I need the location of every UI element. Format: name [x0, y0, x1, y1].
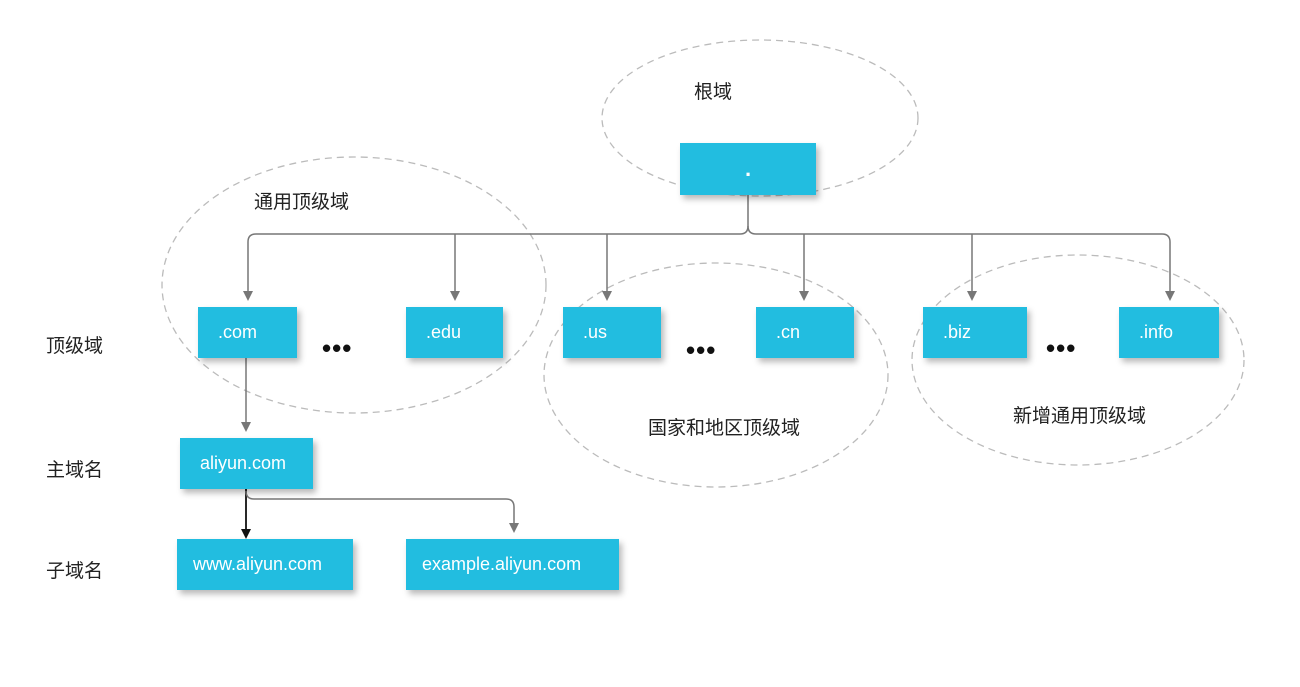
new-generic-tld-group-label: 新增通用顶级域 — [1013, 405, 1147, 427]
generic-tld-group-outline — [161, 156, 547, 414]
generic-tld-group-label: 通用顶级域 — [254, 191, 350, 213]
node-com: .com — [198, 307, 297, 358]
ellipsis-generic: ••• — [322, 333, 353, 363]
country-tld-group-label: 国家和地区顶级域 — [648, 417, 801, 439]
row-label-subdomain: 子域名 — [46, 560, 104, 582]
node-info: .info — [1119, 307, 1219, 358]
root-connector-right — [747, 225, 1175, 301]
node-cn: .cn — [756, 307, 854, 358]
node-aliyun: aliyun.com — [180, 438, 313, 489]
row-label-primary-domain: 主域名 — [46, 459, 104, 481]
node-www: www.aliyun.com — [177, 539, 353, 590]
node-edu: .edu — [406, 307, 503, 358]
node-root: . — [680, 143, 816, 195]
root-group-label: 根域 — [694, 81, 733, 103]
root-connector-trunk — [243, 195, 749, 301]
node-us: .us — [563, 307, 661, 358]
row-label-tld: 顶级域 — [46, 335, 104, 357]
country-tld-group-outline — [543, 262, 889, 488]
node-biz: .biz — [923, 307, 1027, 358]
ellipsis-country: ••• — [686, 335, 717, 365]
ellipsis-new-generic: ••• — [1046, 333, 1077, 363]
new-generic-tld-group-outline — [911, 254, 1245, 466]
node-example: example.aliyun.com — [406, 539, 619, 590]
connector-example — [245, 490, 519, 533]
root-group-outline — [601, 39, 919, 197]
